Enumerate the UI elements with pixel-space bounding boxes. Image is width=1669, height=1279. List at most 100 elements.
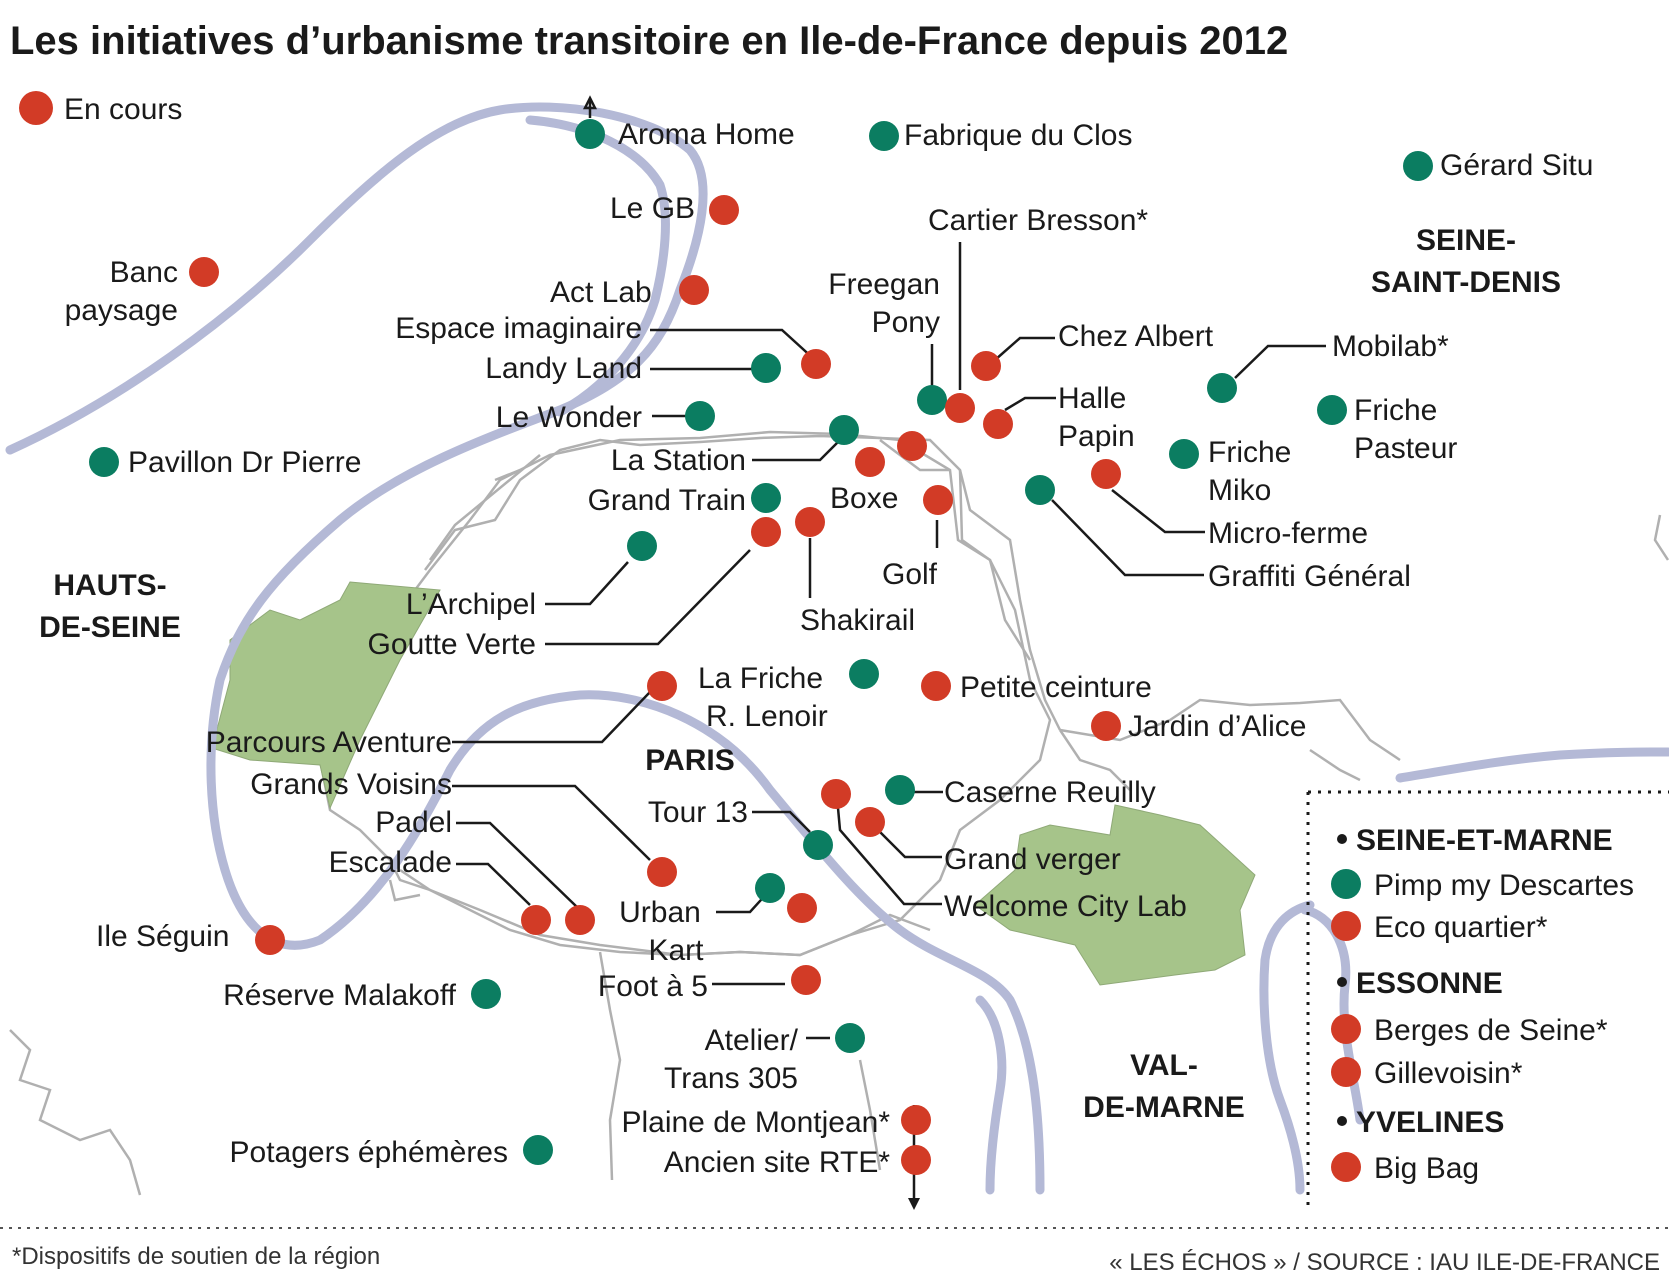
label-friche-miko-line1: Friche	[1208, 436, 1291, 469]
marker-grands-voisins[interactable]	[647, 857, 677, 887]
marker-gerard-situ[interactable]	[1403, 151, 1433, 181]
marker-shakirail[interactable]	[795, 507, 825, 537]
department-border	[879, 439, 950, 472]
place-labels: Aroma Home Fabrique du Clos Gérard Situ …	[65, 118, 1594, 1179]
marker-grand-verger[interactable]	[855, 807, 885, 837]
marker-act-lab[interactable]	[679, 275, 709, 305]
bullet-icon	[1337, 1116, 1347, 1126]
label-pavillon-dr-pierre: Pavillon Dr Pierre	[128, 446, 361, 479]
leader-line	[1051, 499, 1204, 577]
label-le-gb: Le GB	[610, 192, 695, 225]
label-gillevoisin: Gillevoisin*	[1374, 1057, 1523, 1090]
marker-gillevoisin[interactable]	[1331, 1057, 1361, 1087]
marker-halle-papin[interactable]	[983, 409, 1013, 439]
department-border	[1059, 698, 1401, 762]
marker-reserve-malakoff[interactable]	[471, 979, 501, 1009]
label-goutte-verte: Goutte Verte	[368, 628, 536, 661]
south-arrow-icon	[908, 1198, 920, 1210]
label-urban-kart-line2: Kart	[648, 934, 704, 967]
marker-urban-kart[interactable]	[755, 873, 785, 903]
label-boxe: Boxe	[830, 482, 898, 515]
department-border	[428, 454, 541, 561]
heading-seine-et-marne: SEINE-ET-MARNE	[1356, 824, 1613, 857]
marker-ancien-site-rte[interactable]	[901, 1145, 931, 1175]
marker-eco-quartier[interactable]	[1331, 911, 1361, 941]
marker-friche-pasteur[interactable]	[1317, 395, 1347, 425]
label-fabrique-du-clos: Fabrique du Clos	[904, 119, 1132, 152]
map-title: Les initiatives d’urbanisme transitoire …	[10, 19, 1288, 63]
label-halle-papin-line1: Halle	[1058, 382, 1126, 415]
marker-aroma-home[interactable]	[575, 119, 605, 149]
marker-pimp-my-descartes[interactable]	[1331, 869, 1361, 899]
marker-fabrique-du-clos[interactable]	[869, 121, 899, 151]
marker-la-friche-r-lenoir[interactable]	[849, 659, 879, 689]
label-big-bag: Big Bag	[1374, 1152, 1479, 1185]
leader-lines	[452, 95, 1326, 1210]
marker-cartier-bresson[interactable]	[945, 393, 975, 423]
label-caserne-reuilly: Caserne Reuilly	[944, 776, 1156, 809]
marker-plaine-de-montjean[interactable]	[901, 1105, 931, 1135]
marker-ile-seguin[interactable]	[255, 925, 285, 955]
label-friche-pasteur-line2: Pasteur	[1354, 432, 1457, 465]
marker-banc-paysage[interactable]	[189, 257, 219, 287]
marker-petite-ceinture[interactable]	[921, 671, 951, 701]
marker-berges-de-seine[interactable]	[1331, 1014, 1361, 1044]
label-eco-quartier: Eco quartier*	[1374, 911, 1548, 944]
marker-parcours-aventure[interactable]	[647, 671, 677, 701]
marker-grand-train[interactable]	[751, 483, 781, 513]
marker-pavillon-dr-pierre[interactable]	[89, 447, 119, 477]
seine-river-branch	[525, 115, 670, 417]
marker-atelier-trans-305[interactable]	[835, 1023, 865, 1053]
label-petite-ceinture: Petite ceinture	[960, 671, 1152, 704]
leader-line	[752, 439, 841, 462]
marker-welcome-city-lab[interactable]	[821, 779, 851, 809]
marker-foot-a-5[interactable]	[791, 965, 821, 995]
marker-petit-site-nord[interactable]	[897, 431, 927, 461]
marker-golf[interactable]	[923, 485, 953, 515]
marker-micro-ferme[interactable]	[1091, 459, 1121, 489]
label-parcours-aventure: Parcours Aventure	[206, 726, 452, 759]
marker-chez-albert[interactable]	[971, 351, 1001, 381]
marker-caserne-reuilly[interactable]	[885, 775, 915, 805]
marker-big-bag[interactable]	[1331, 1152, 1361, 1182]
en-cours-legend-marker	[19, 91, 53, 125]
department-border	[399, 868, 931, 957]
label-act-lab: Act Lab	[550, 276, 652, 309]
region-val-de-marne-line2: DE-MARNE	[1083, 1091, 1245, 1124]
marker-escalade[interactable]	[521, 905, 551, 935]
marker-jardin-d-alice[interactable]	[1091, 711, 1121, 741]
marker-landy-land[interactable]	[751, 353, 781, 383]
marker-la-station[interactable]	[829, 415, 859, 445]
marker-mobilab[interactable]	[1207, 373, 1237, 403]
marker-urban-kart-red[interactable]	[787, 893, 817, 923]
heading-yvelines: YVELINES	[1356, 1106, 1504, 1139]
marker-friche-miko[interactable]	[1169, 439, 1199, 469]
marker-tour-13[interactable]	[803, 830, 833, 860]
marker-graffiti-general[interactable]	[1025, 475, 1055, 505]
label-plaine-de-montjean: Plaine de Montjean*	[621, 1106, 890, 1139]
label-grand-verger: Grand verger	[944, 843, 1121, 876]
heading-essonne: ESSONNE	[1356, 967, 1503, 1000]
outside-regions-box: SEINE-ET-MARNE Pimp my Descartes Eco qua…	[1306, 790, 1669, 1210]
marker-le-wonder[interactable]	[685, 401, 715, 431]
label-welcome-city-lab: Welcome City Lab	[944, 890, 1187, 923]
marker-espace-imaginaire[interactable]	[801, 349, 831, 379]
marker-goutte-verte[interactable]	[751, 517, 781, 547]
leader-line	[879, 831, 942, 859]
label-pimp-my-descartes: Pimp my Descartes	[1374, 869, 1634, 902]
leader-line	[994, 336, 1055, 361]
marker-potagers-ephemeres[interactable]	[523, 1135, 553, 1165]
marker-le-gb[interactable]	[709, 195, 739, 225]
site-markers	[89, 119, 1433, 1175]
leader-line	[456, 862, 531, 906]
label-shakirail: Shakirail	[800, 604, 915, 637]
marker-l-archipel[interactable]	[627, 531, 657, 561]
bois-de-vincennes	[974, 804, 1256, 986]
label-la-friche-r-lenoir-line1: La Friche	[698, 662, 823, 695]
region-seine-saint-denis-line2: SAINT-DENIS	[1371, 266, 1561, 299]
label-reserve-malakoff: Réserve Malakoff	[223, 979, 457, 1012]
marker-padel[interactable]	[565, 905, 595, 935]
marker-boxe[interactable]	[855, 447, 885, 477]
leader-line	[752, 810, 811, 833]
marker-freegan-pony[interactable]	[917, 385, 947, 415]
